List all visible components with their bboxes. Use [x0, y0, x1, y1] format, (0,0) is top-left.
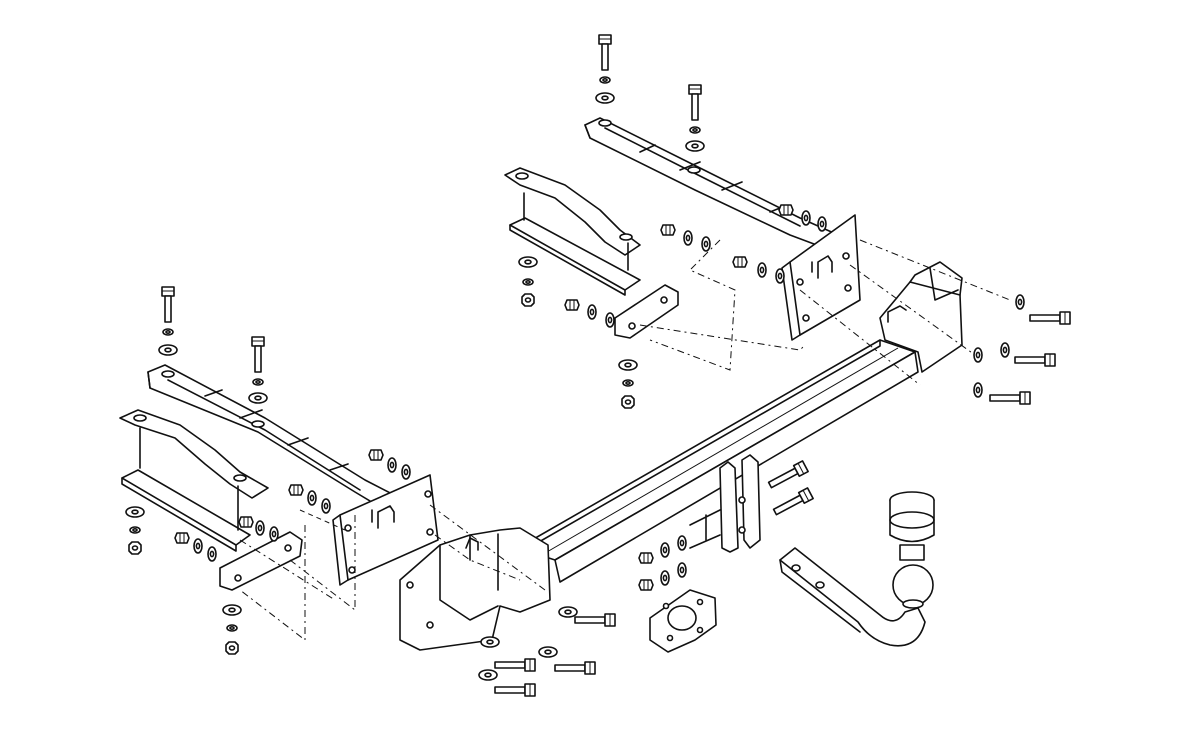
ball-mount-arm [779, 547, 926, 647]
right-frame-rail-upper [584, 117, 846, 251]
right-frame-rail-lower [504, 167, 641, 296]
left-frame-rail-lower [119, 409, 269, 552]
assembly-lines [239, 239, 1011, 642]
electric-socket-plate [649, 589, 717, 653]
tow-ball [889, 491, 935, 609]
right-side-bracket [781, 214, 861, 341]
crossbar [399, 261, 963, 651]
left-lower-plate [219, 531, 303, 591]
right-lower-plate [614, 284, 679, 339]
left-side-bracket [332, 474, 439, 586]
